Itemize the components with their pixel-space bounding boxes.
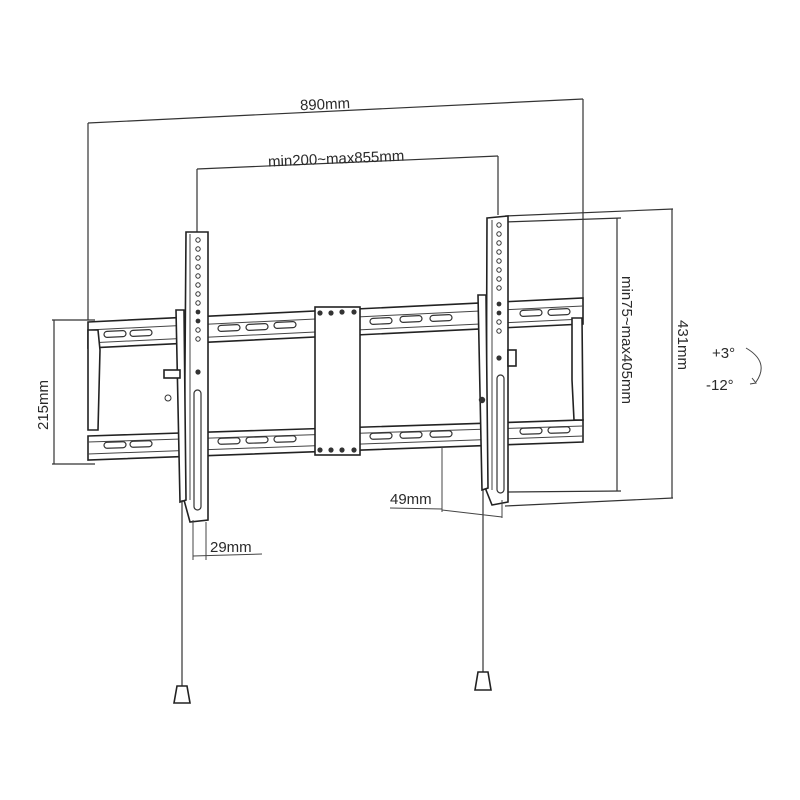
- dimension-overall-width: 890mm: [87, 95, 584, 320]
- right-arm-holes: [496, 222, 502, 361]
- tilt-arrow-icon: [745, 347, 762, 383]
- dimension-wall-distance: 49mm: [389, 447, 503, 518]
- dimension-vesa-vertical: min75~max405mm: [504, 217, 635, 493]
- vesa-horizontal-label: min200~max855mm: [268, 148, 405, 171]
- tilt-down-label: -12°: [706, 377, 734, 394]
- left-cord-handle: [173, 685, 191, 704]
- profile-depth-label: 29mm: [210, 539, 252, 556]
- overall-width-label: 890mm: [300, 95, 351, 114]
- wall-distance-label: 49mm: [390, 491, 432, 508]
- pull-cords: [173, 490, 492, 704]
- left-arm-holes: [195, 237, 201, 375]
- vesa-vertical-label: min75~max405mm: [618, 276, 635, 404]
- left-vertical-arm: [163, 231, 209, 523]
- rail-slots-bottom: [103, 426, 571, 449]
- right-cord-handle: [474, 671, 492, 691]
- dimension-profile-depth: 29mm: [192, 520, 263, 560]
- right-vertical-arm: [477, 215, 517, 506]
- dimension-overall-height: 431mm: [504, 208, 691, 507]
- wall-plate-height-label: 215mm: [35, 380, 52, 430]
- dimension-vesa-horizontal: min200~max855mm: [196, 148, 499, 232]
- rail-slots-top: [103, 308, 571, 338]
- center-plate: [314, 306, 361, 456]
- overall-height-label: 431mm: [674, 320, 691, 370]
- dimension-wall-plate-height: 215mm: [35, 319, 95, 465]
- tilt-indicator: +3° -12°: [706, 345, 762, 394]
- tilt-up-label: +3°: [712, 345, 735, 362]
